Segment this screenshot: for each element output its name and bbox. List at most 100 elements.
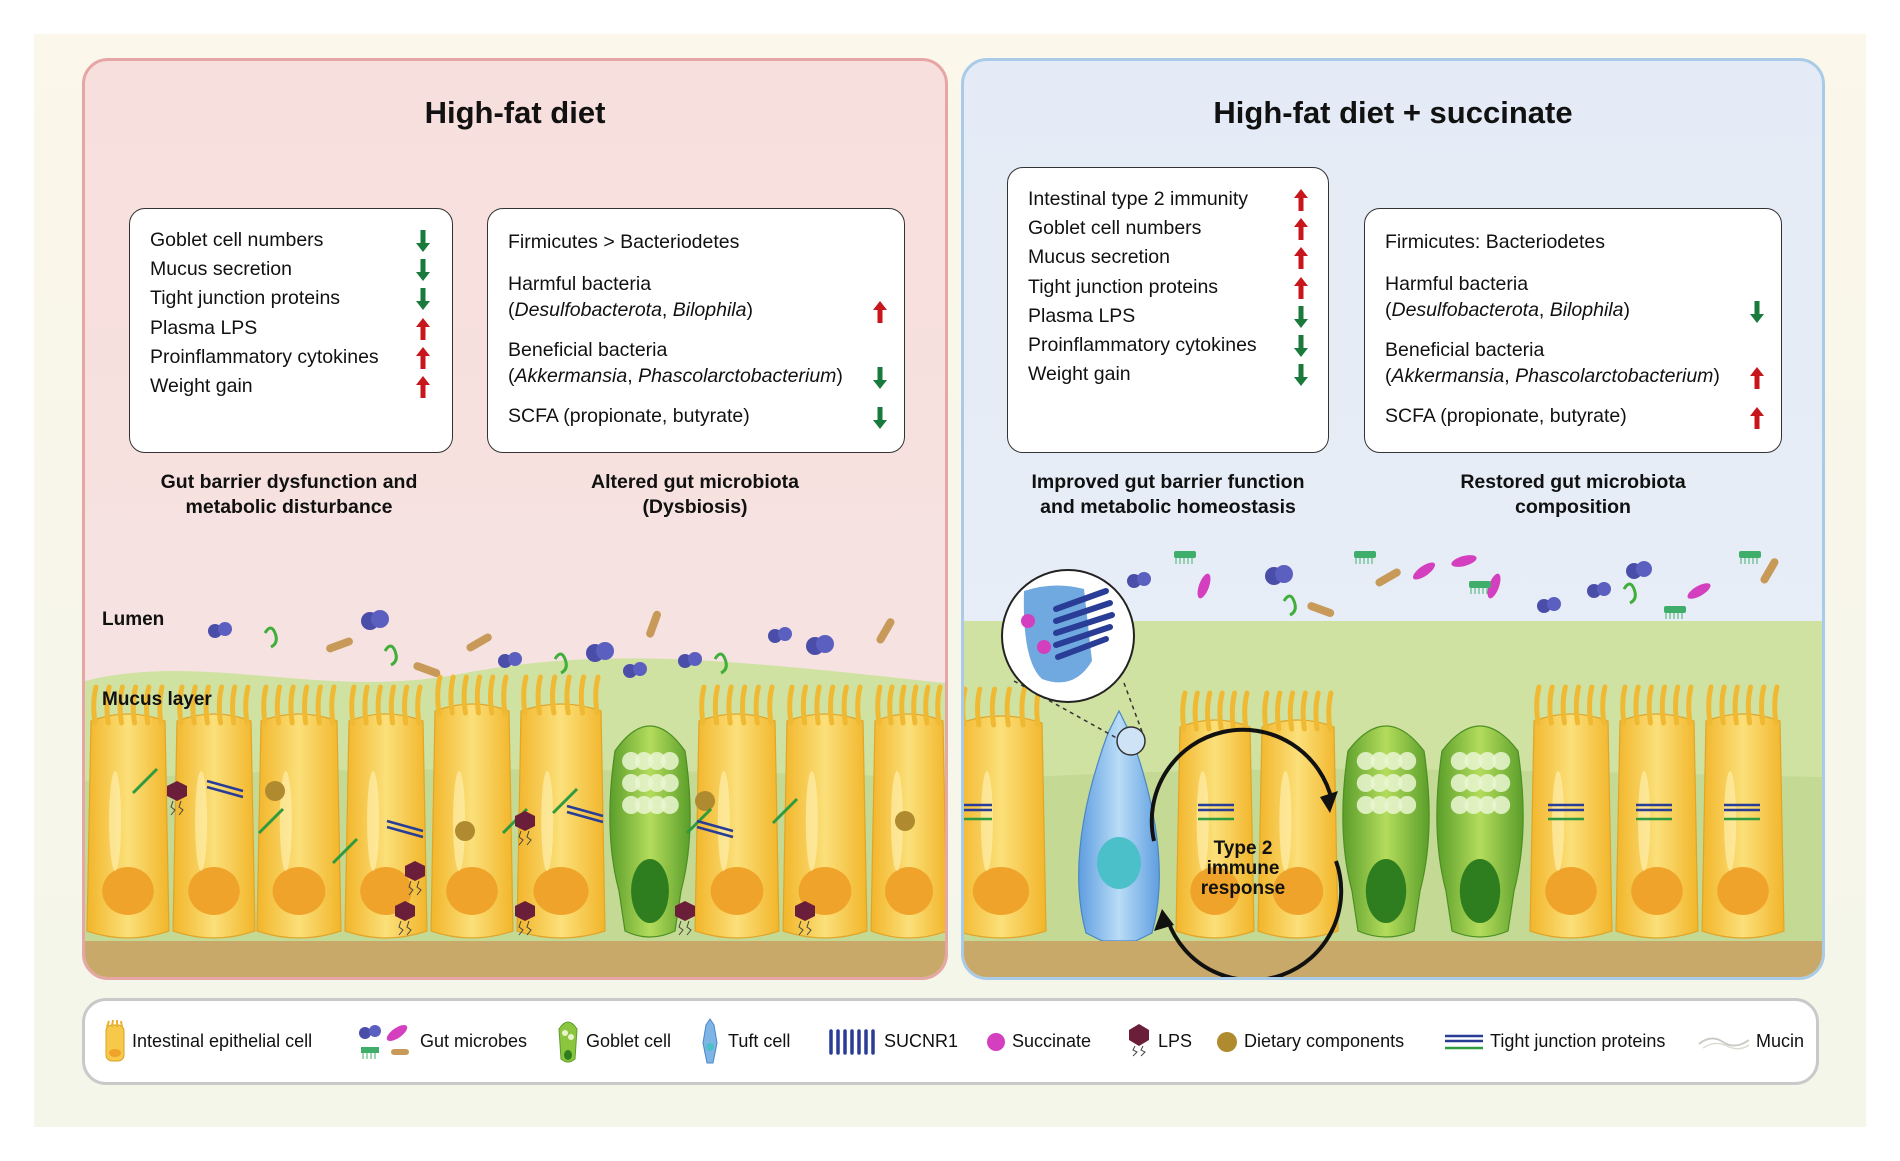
up-arrow-icon <box>1294 218 1308 241</box>
epithelial-cell <box>344 684 428 939</box>
epithelial-cell <box>782 684 868 939</box>
epithelial-cell-icon <box>105 1019 125 1061</box>
basement-membrane <box>85 941 945 977</box>
lumen-label: Lumen <box>102 609 165 630</box>
microbe <box>413 662 441 677</box>
microbe <box>1760 558 1779 584</box>
caption-line: Improved gut barrier function <box>1031 471 1305 493</box>
tight-junction-icon <box>1445 1034 1483 1049</box>
left-microbiota-caption: Altered gut microbiota (Dysbiosis) <box>515 470 875 520</box>
barrier-row-label: Goblet cell numbers <box>150 229 324 251</box>
legend-item: LPS <box>1125 1001 1192 1082</box>
down-arrow-icon <box>873 367 887 389</box>
caption-line: Gut barrier dysfunction and <box>160 471 418 493</box>
harmful-genera: (Desulfobacterota, Bilophila) <box>508 299 753 321</box>
legend-item: Goblet cell <box>555 1001 671 1082</box>
microbe <box>1739 551 1761 564</box>
beneficial-genera: (Akkermansia, Phascolarctobacterium) <box>508 365 843 387</box>
lps-molecule <box>167 781 187 816</box>
caption-line: metabolic disturbance <box>185 496 393 518</box>
type2-immune-label: Type 2 immune response <box>1178 839 1308 899</box>
legend-item: Intestinal epithelial cell <box>103 1001 312 1082</box>
left-microbiota-box: Firmicutes > Bacteriodetes Harmful bacte… <box>487 208 905 453</box>
down-arrow-icon <box>416 230 430 252</box>
genus: Bilophila <box>672 299 747 321</box>
goblet-cell <box>1342 725 1430 938</box>
dietary-component <box>455 821 475 841</box>
legend-item: Tight junction proteins <box>1443 1001 1665 1082</box>
microbe <box>1469 581 1491 594</box>
microbe <box>623 662 647 678</box>
succinate-icon <box>987 1032 1005 1051</box>
tight-junction-fragment <box>771 797 799 825</box>
barrier-row-label: Plasma LPS <box>1028 304 1136 327</box>
right-microbiota-caption: Restored gut microbiota composition <box>1393 470 1753 520</box>
epithelial-cell <box>1257 690 1339 939</box>
scfa-label: SCFA (propionate, butyrate) <box>1385 405 1627 427</box>
up-arrow-icon <box>1750 367 1764 389</box>
mucus-layer-label: Mucus layer <box>102 689 212 710</box>
legend-label: SUCNR1 <box>884 1031 959 1051</box>
legend-label: Dietary components <box>1244 1031 1405 1051</box>
microbe <box>361 610 389 630</box>
legend: Intestinal epithelial cell Gut microbes … <box>82 998 1819 1085</box>
genus: Phascolarctobacterium <box>1515 365 1714 387</box>
down-arrow-icon <box>1294 364 1308 387</box>
harmful-genera: (Desulfobacterota, Bilophila) <box>1385 299 1630 321</box>
immune-line: response <box>1200 878 1286 899</box>
legend-label: LPS <box>1158 1031 1193 1051</box>
caption-line: (Dysbiosis) <box>642 496 748 518</box>
genus: Desulfobacterota <box>514 299 662 321</box>
legend-label: Intestinal epithelial cell <box>132 1031 313 1051</box>
lps-molecule <box>515 811 535 846</box>
epithelial-cell <box>1701 684 1785 939</box>
legend-item: Mucin <box>1697 1001 1804 1082</box>
epithelial-cell <box>1529 684 1613 939</box>
tight-junction <box>1548 803 1584 821</box>
harmful-label: Harmful bacteria <box>1385 273 1529 295</box>
caption-line: Altered gut microbiota <box>590 471 800 493</box>
legend-item: Succinate <box>985 1001 1091 1082</box>
tight-junction-fragment <box>551 787 579 815</box>
epithelial-cell <box>516 674 606 939</box>
microbe <box>768 627 792 643</box>
dietary-component <box>895 811 915 831</box>
left-panel-title: High-fat diet <box>424 95 606 130</box>
tight-junction-fragment <box>566 804 604 824</box>
epithelial-cell <box>1175 690 1255 939</box>
tuft-cell-icon <box>702 1017 718 1063</box>
barrier-row-label: Tight junction proteins <box>150 287 341 310</box>
harmful-label: Harmful bacteria <box>508 273 652 295</box>
legend-label: Mucin <box>1756 1031 1805 1051</box>
microbe <box>1487 573 1501 599</box>
zoom-line <box>1123 682 1145 738</box>
high-fat-diet-succinate-panel: High-fat diet + succinate Intestinal typ… <box>961 58 1825 980</box>
immune-line: Type 2 <box>1213 838 1273 859</box>
genus: Akkermansia <box>1391 365 1505 387</box>
microbe <box>1375 568 1401 587</box>
epithelial-cells <box>964 684 1785 942</box>
genus: Akkermansia <box>514 365 628 387</box>
legend-label: Goblet cell <box>586 1031 672 1051</box>
beneficial-label: Beneficial bacteria <box>508 339 668 361</box>
basement-membrane <box>964 941 1822 977</box>
epithelial-cell <box>1615 684 1699 939</box>
beneficial-label: Beneficial bacteria <box>1385 339 1545 361</box>
genus: Desulfobacterota <box>1391 299 1539 321</box>
tight-junction-fragment <box>257 807 285 835</box>
legend-item: SUCNR1 <box>827 1001 958 1082</box>
microbe <box>383 644 398 667</box>
ratio-text: Firmicutes > Bacteriodetes <box>508 231 740 253</box>
tight-junction <box>1198 803 1234 821</box>
barrier-row-label: Mucus secretion <box>1028 246 1170 269</box>
caption-line: composition <box>1515 496 1631 518</box>
barrier-row-label: Goblet cell numbers <box>1028 217 1202 240</box>
ratio-text: Firmicutes: Bacteriodetes <box>1385 231 1605 253</box>
dietary-component <box>265 781 285 801</box>
microbe <box>1197 573 1211 599</box>
barrier-row-label: Weight gain <box>150 375 253 397</box>
